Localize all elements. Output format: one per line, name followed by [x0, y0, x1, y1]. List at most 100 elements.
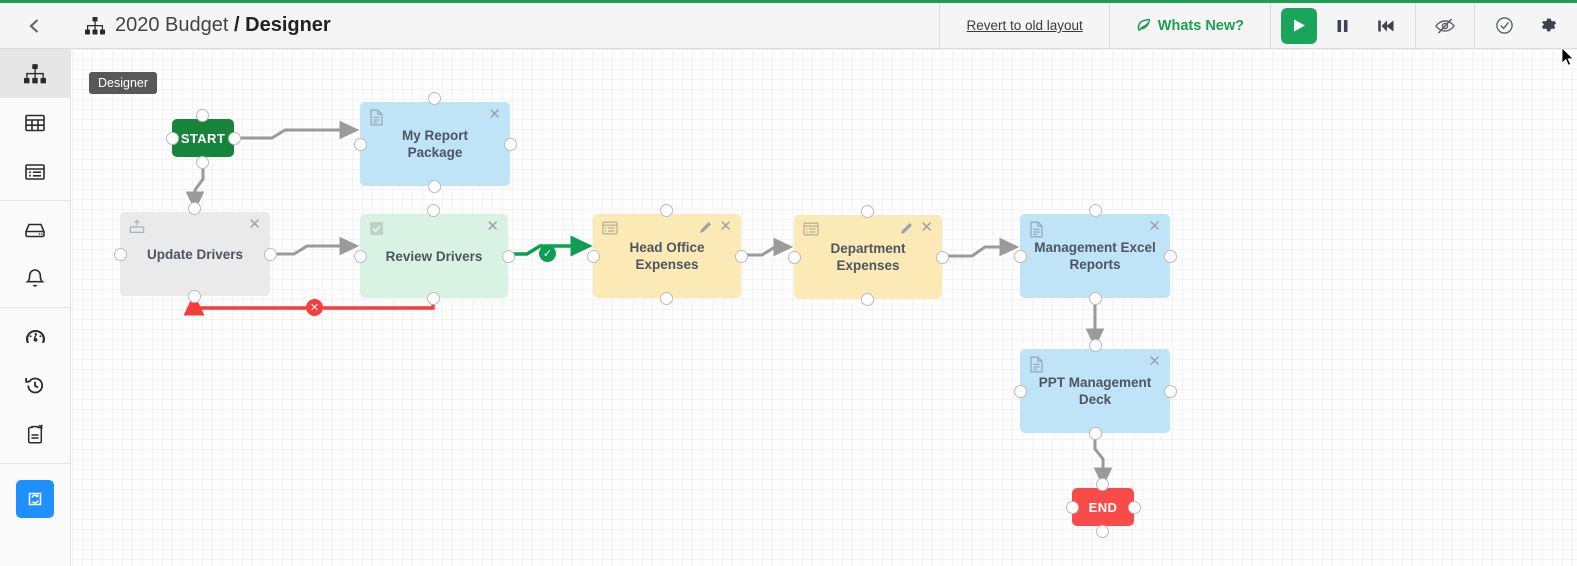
- node-my-report-package[interactable]: ✕ My Report Package: [360, 102, 510, 186]
- edge-ppt-to-end[interactable]: [1093, 437, 1113, 488]
- hide-results-button[interactable]: [1426, 8, 1464, 44]
- refresh-action-button[interactable]: [16, 480, 54, 518]
- port-update-bottom[interactable]: [188, 290, 201, 303]
- sidebar-item-grid[interactable]: [0, 98, 70, 147]
- port-department-right[interactable]: [936, 251, 949, 264]
- edge-status-error-badge[interactable]: ✕: [306, 299, 323, 316]
- sidebar-item-history[interactable]: [0, 361, 70, 410]
- port-end-bottom[interactable]: [1096, 525, 1109, 538]
- node-start[interactable]: START: [172, 119, 234, 157]
- edge-update-to-review[interactable]: [275, 236, 360, 256]
- history-icon: [25, 377, 44, 394]
- port-start-bottom[interactable]: [196, 156, 209, 169]
- node-update-drivers[interactable]: ✕ Update Drivers: [120, 212, 270, 296]
- port-review-left[interactable]: [354, 250, 367, 263]
- sidebar-item-audit[interactable]: [0, 410, 70, 459]
- edge-headoffice-to-department[interactable]: [746, 237, 794, 257]
- sidebar-item-designer[interactable]: [0, 49, 70, 98]
- port-headoffice-left[interactable]: [587, 250, 600, 263]
- port-excel-left[interactable]: [1014, 250, 1027, 263]
- node-end[interactable]: END: [1072, 488, 1134, 526]
- port-ppt-top[interactable]: [1089, 339, 1102, 352]
- port-headoffice-top[interactable]: [660, 204, 673, 217]
- edge-department-to-excel[interactable]: [947, 237, 1020, 258]
- port-excel-top[interactable]: [1089, 204, 1102, 217]
- port-start-top[interactable]: [196, 109, 209, 122]
- port-headoffice-bottom[interactable]: [660, 292, 673, 305]
- port-report-right[interactable]: [504, 138, 517, 151]
- port-ppt-left[interactable]: [1014, 385, 1027, 398]
- port-update-left[interactable]: [114, 248, 127, 261]
- form-icon: [602, 221, 618, 235]
- node-ppt-management-deck-label: PPT Management Deck: [1038, 375, 1152, 407]
- port-end-left[interactable]: [1066, 501, 1079, 514]
- edge-review-to-headoffice[interactable]: [513, 235, 593, 257]
- sidebar-item-list[interactable]: [0, 147, 70, 196]
- breadcrumb-parent[interactable]: 2020 Budget: [115, 14, 229, 36]
- port-start-right[interactable]: [228, 132, 241, 145]
- node-head-office-expenses[interactable]: ✕ Head Office Expenses: [593, 214, 741, 298]
- edge-start-to-update[interactable]: [185, 162, 205, 212]
- port-update-right[interactable]: [264, 248, 277, 261]
- node-management-excel-reports[interactable]: ✕ Management Excel Reports: [1020, 214, 1170, 298]
- node-start-label: START: [180, 130, 226, 146]
- sidebar-divider: [0, 307, 70, 308]
- checkbox-icon: [369, 221, 384, 236]
- port-headoffice-right[interactable]: [735, 250, 748, 263]
- node-close-icon[interactable]: ✕: [488, 105, 501, 123]
- node-department-expenses[interactable]: ✕ Department Expenses: [794, 215, 942, 299]
- port-department-bottom[interactable]: [861, 293, 874, 306]
- port-department-top[interactable]: [861, 205, 874, 218]
- run-button[interactable]: [1281, 7, 1317, 44]
- node-edit-icon[interactable]: [699, 221, 712, 234]
- node-close-icon[interactable]: ✕: [486, 217, 499, 235]
- gear-icon: [1541, 18, 1556, 32]
- revert-to-old-layout-link[interactable]: Revert to old layout: [939, 3, 1108, 48]
- node-end-label: END: [1088, 499, 1118, 515]
- port-report-left[interactable]: [354, 138, 367, 151]
- whats-new-button[interactable]: Whats New?: [1108, 3, 1270, 48]
- sidebar-item-alerts[interactable]: [0, 254, 70, 303]
- form-icon: [803, 222, 819, 236]
- settings-button[interactable]: [1529, 8, 1567, 44]
- hdd-icon: [25, 223, 45, 237]
- edge-start-to-report[interactable]: [239, 120, 360, 140]
- port-review-top[interactable]: [427, 204, 440, 217]
- mouse-cursor: [1562, 48, 1574, 66]
- node-close-icon[interactable]: ✕: [1148, 217, 1161, 235]
- port-review-right[interactable]: [502, 250, 515, 263]
- node-ppt-management-deck[interactable]: ✕ PPT Management Deck: [1020, 349, 1170, 433]
- node-close-icon[interactable]: ✕: [920, 218, 933, 236]
- pause-button[interactable]: [1323, 8, 1361, 44]
- back-button[interactable]: [0, 3, 71, 48]
- port-ppt-bottom[interactable]: [1089, 427, 1102, 440]
- port-report-bottom[interactable]: [428, 180, 441, 193]
- node-review-drivers[interactable]: ✕ Review Drivers: [360, 214, 508, 298]
- node-edit-icon[interactable]: [900, 222, 913, 235]
- eye-slash-icon: [1435, 17, 1455, 34]
- port-ppt-right[interactable]: [1164, 385, 1177, 398]
- breadcrumb: 2020 Budget / Designer: [71, 3, 939, 48]
- port-start-left[interactable]: [166, 132, 179, 145]
- port-update-top[interactable]: [188, 202, 201, 215]
- sitemap-icon: [85, 16, 105, 34]
- port-report-top[interactable]: [428, 92, 441, 105]
- sidebar-item-dashboard[interactable]: [0, 312, 70, 361]
- port-end-top[interactable]: [1096, 478, 1109, 491]
- edge-status-ok-badge[interactable]: ✓: [539, 245, 556, 262]
- restart-button[interactable]: [1367, 8, 1405, 44]
- node-head-office-expenses-label: Head Office Expenses: [629, 240, 705, 272]
- port-department-left[interactable]: [788, 251, 801, 264]
- node-close-icon[interactable]: ✕: [248, 215, 261, 233]
- sidebar-item-storage[interactable]: [0, 205, 70, 254]
- sidebar-divider: [0, 463, 70, 464]
- node-close-icon[interactable]: ✕: [1148, 352, 1161, 370]
- port-end-right[interactable]: [1128, 501, 1141, 514]
- port-excel-bottom[interactable]: [1089, 292, 1102, 305]
- upload-icon: [129, 219, 145, 234]
- port-excel-right[interactable]: [1164, 250, 1177, 263]
- port-review-bottom[interactable]: [427, 292, 440, 305]
- validate-button[interactable]: [1485, 8, 1523, 44]
- node-close-icon[interactable]: ✕: [719, 217, 732, 235]
- designer-canvas[interactable]: Designer ✓ ✕: [72, 49, 1577, 566]
